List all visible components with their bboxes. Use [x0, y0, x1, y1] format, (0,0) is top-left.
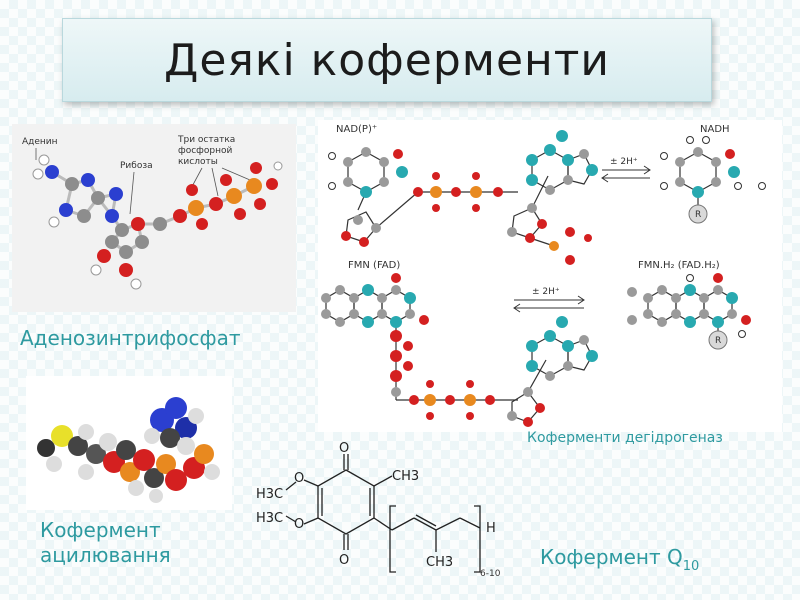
- nadh-atoms: [660, 136, 766, 224]
- coq-ch3-chain: CH3: [426, 555, 453, 570]
- fmnh2-atoms: [627, 273, 751, 350]
- coq-h-terminal: H: [486, 521, 496, 536]
- coq-ch3-top: CH3: [392, 469, 419, 484]
- nadh-r-label: R: [695, 210, 701, 220]
- coq-h3c-2: H3C: [256, 511, 283, 526]
- ribose-label: Рибоза: [120, 161, 153, 171]
- nad-atoms: [328, 130, 598, 265]
- nadh-label: NADH: [700, 124, 730, 135]
- coenzyme-q-structure: O O CH3 O O H3C H3C H CH3 6-10: [250, 440, 525, 580]
- acyl-coenzyme-image: [26, 376, 232, 510]
- title-box: Деякі коферменти: [62, 18, 712, 102]
- coq-caption-main: Кофермент Q: [540, 545, 683, 569]
- top-equilibrium-arrow: [601, 165, 651, 183]
- coq-oxygen-bottom: O: [339, 553, 349, 568]
- fmn-label: FMN (FAD): [348, 260, 400, 271]
- coq-methoxy-o1: O: [294, 471, 304, 486]
- dehydrogenase-coenzymes-image: NAD(P)⁺ NADH FMN (FAD) FMN.H₂ (FAD.H₂) ±…: [318, 120, 782, 432]
- atp-molecule-drawing: Аденин Рибоза Три остатка фосфорной кисл…: [22, 135, 283, 290]
- bottom-equilibrium-arrow: [513, 295, 585, 313]
- phosphates-label-line3: кислоты: [178, 157, 218, 167]
- coq-caption-sub: 10: [682, 559, 700, 574]
- coq-h3c-1: H3C: [256, 487, 283, 502]
- coq-repeat-count: 6-10: [480, 569, 501, 579]
- dehydrogenase-caption: Коферменти дегідрогеназ: [527, 430, 723, 446]
- fmnh2-label: FMN.H₂ (FAD.H₂): [638, 260, 720, 271]
- coq-oxygen-top: O: [339, 441, 349, 456]
- adenine-label: Аденин: [22, 137, 58, 147]
- coenzyme-q-caption: Кофермент Q10: [540, 545, 699, 574]
- phosphates-label-line1: Три остатка: [177, 135, 235, 145]
- fmnh2-r-label: R: [715, 336, 721, 346]
- atp-caption: Аденозинтрифосфат: [20, 326, 241, 350]
- dehydrogenase-reactions-drawing: NAD(P)⁺ NADH FMN (FAD) FMN.H₂ (FAD.H₂) ±…: [321, 124, 766, 427]
- atp-molecule-image: Аденин Рибоза Три остатка фосфорной кисл…: [12, 124, 296, 312]
- acyl-caption-line1: Кофермент: [40, 518, 161, 542]
- phosphates-label-line2: фосфорной: [178, 146, 232, 156]
- coq-methoxy-o2: O: [294, 517, 304, 532]
- slide-title: Деякі коферменти: [163, 34, 611, 86]
- acyl-caption-line2: ацилювання: [40, 543, 171, 567]
- top-arrow-label: ± 2H⁺: [610, 157, 638, 167]
- nad-label: NAD(P)⁺: [336, 124, 377, 135]
- acyl-coenzyme-model: [37, 397, 220, 503]
- fmn-atoms: [321, 273, 598, 427]
- bottom-arrow-label: ± 2H⁺: [532, 287, 560, 297]
- coenzyme-q-drawing: O O CH3 O O H3C H3C H CH3 6-10: [256, 441, 501, 579]
- acyl-caption: Кофермент ацилювання: [40, 518, 240, 568]
